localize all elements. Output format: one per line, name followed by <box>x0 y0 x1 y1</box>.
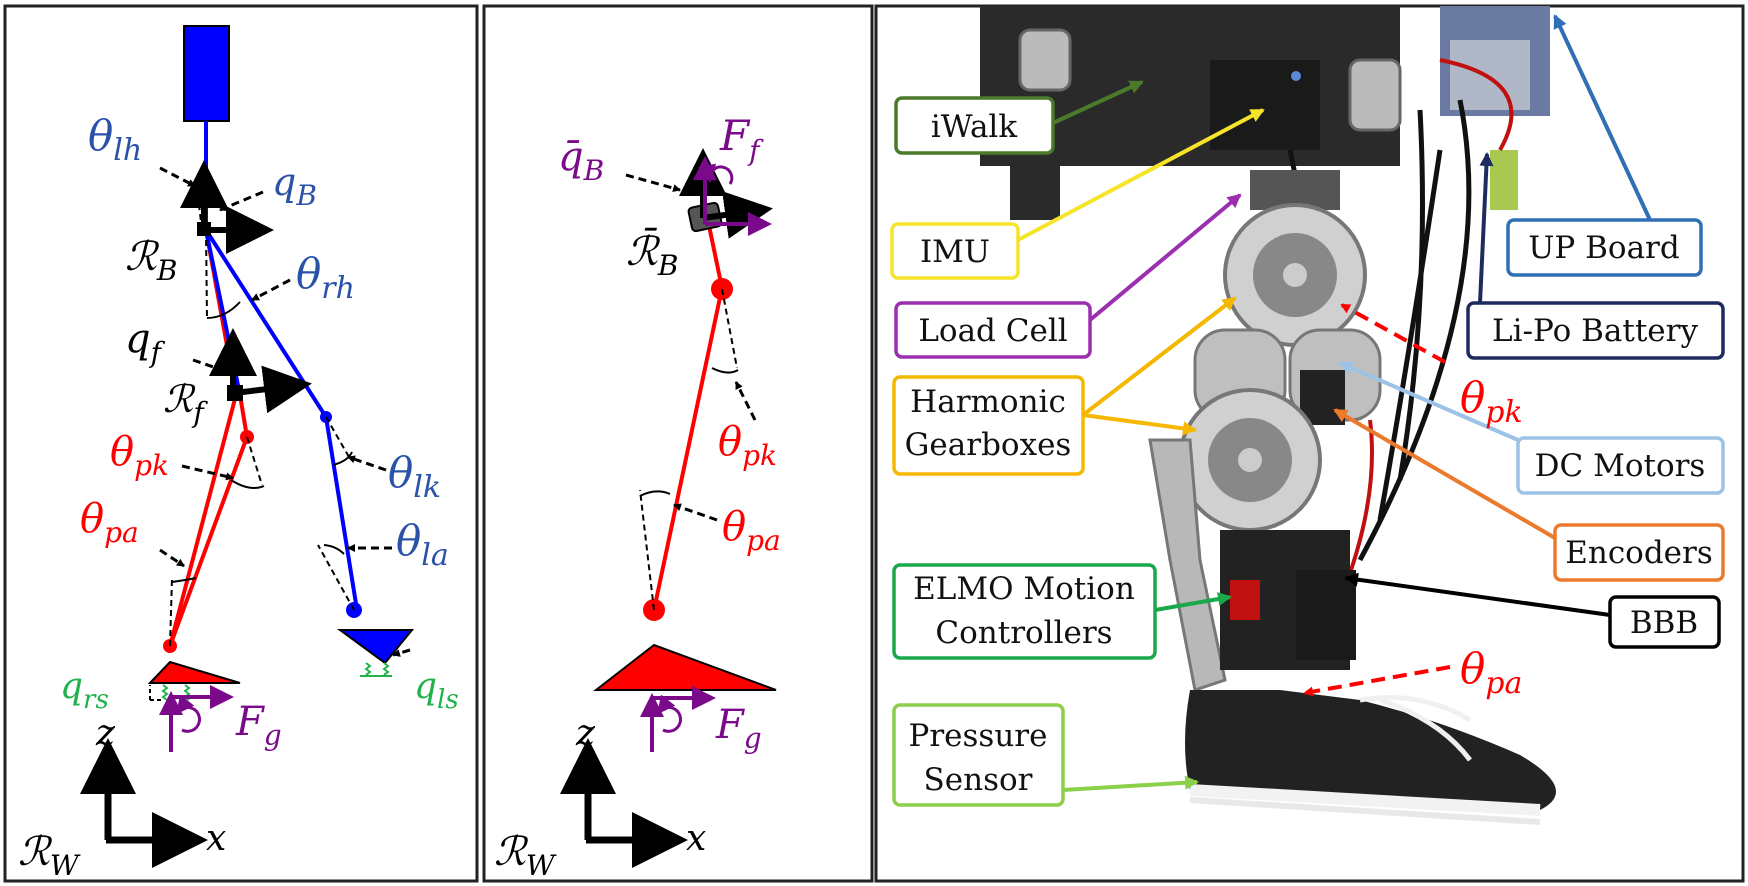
pointer-arrows-panel1 <box>159 166 411 657</box>
label-axis-x-panel1: x <box>206 818 226 859</box>
svg-text:Sensor: Sensor <box>924 762 1033 798</box>
callout-pressure-sensor: Pressure Sensor <box>892 703 1065 807</box>
foot-panel2 <box>593 643 777 691</box>
label-R-W-panel2: ℛW <box>494 829 557 882</box>
panel-1-frame <box>3 4 479 883</box>
svg-text:Load Cell: Load Cell <box>918 313 1067 349</box>
label-F-g-panel1: Fg <box>235 699 282 752</box>
svg-text:ELMO Motion: ELMO Motion <box>913 571 1135 607</box>
label-theta-la: θla <box>396 516 449 573</box>
svg-text:Pressure: Pressure <box>909 718 1048 754</box>
svg-text:UP Board: UP Board <box>1528 230 1679 266</box>
callout-elmo-controllers: ELMO Motion Controllers <box>892 563 1157 660</box>
svg-text:Li-Po Battery: Li-Po Battery <box>1492 313 1698 349</box>
callout-imu: IMU <box>890 222 1020 280</box>
foot-frame-x-axis <box>234 365 312 414</box>
torso-block <box>183 25 230 122</box>
world-frame-panel2 <box>560 738 688 868</box>
label-theta-lh: θlh <box>88 111 142 168</box>
label-R-W-panel1: ℛW <box>18 829 81 882</box>
panel-2-frame <box>482 4 874 883</box>
socket-frame-x-axis <box>702 191 773 239</box>
callout-harmonic-gearboxes: Harmonic Gearboxes <box>892 375 1085 476</box>
ground-reaction-force-panel2 <box>640 686 716 752</box>
label-theta-rh: θrh <box>296 249 355 306</box>
panel-1-model: θlh qB ℛB θrh qf ℛf θpk θlk θpa θla qrs … <box>3 4 479 883</box>
svg-text:DC Motors: DC Motors <box>1535 448 1706 484</box>
shoe <box>1185 690 1556 810</box>
callout-iwalk: iWalk <box>894 96 1055 155</box>
callout-dc-motors: DC Motors <box>1516 436 1725 495</box>
label-theta-pa-photo: θpa <box>1460 644 1522 701</box>
bbb-box <box>1296 570 1356 660</box>
theta-pa-arrow <box>1303 665 1451 697</box>
shank-link <box>652 287 724 611</box>
label-R-B-bar: ℛ̄B <box>626 228 679 282</box>
callout-load-cell: Load Cell <box>894 301 1092 359</box>
world-frame-panel1 <box>80 738 208 868</box>
label-q-B: qB <box>272 160 317 212</box>
label-q-B-bar: q̄B <box>558 134 604 187</box>
callout-encoders: Encoders <box>1553 523 1725 582</box>
callout-lipo-battery: Li-Po Battery <box>1466 301 1725 360</box>
callout-arrows <box>1017 14 1652 792</box>
label-axis-x-panel2: x <box>686 818 706 859</box>
prosthesis-photo <box>980 6 1556 825</box>
label-q-ls: qls <box>414 666 459 715</box>
callout-bbb: BBB <box>1608 595 1721 649</box>
panel-2-model: Ff q̄B ℛ̄B θpk θpa Fg z x ℛW <box>482 4 874 883</box>
label-theta-pk: θpk <box>110 429 169 482</box>
label-theta-pk-photo: θpk <box>1460 373 1523 430</box>
left-foot <box>336 629 415 665</box>
pointer-arrows-panel2 <box>625 173 757 522</box>
label-theta-pa-panel2: θpa <box>722 504 781 557</box>
prosthetic-foot <box>147 660 241 684</box>
callout-up-board: UP Board <box>1506 218 1703 277</box>
svg-text:IMU: IMU <box>920 234 990 270</box>
label-axis-z-panel1: z <box>95 713 116 754</box>
ground-reaction-force-panel1 <box>159 685 234 752</box>
angle-annotations-panel2 <box>639 288 739 611</box>
angle-annotations-panel1 <box>149 179 355 701</box>
label-theta-pk-panel2: θpk <box>718 419 777 472</box>
svg-text:Gearboxes: Gearboxes <box>905 427 1072 463</box>
label-theta-lk: θlk <box>388 448 441 505</box>
label-q-rs: qrs <box>60 666 109 715</box>
label-axis-z-panel2: z <box>575 713 596 754</box>
moment-f-arc <box>698 163 734 185</box>
battery-connector <box>1490 150 1518 210</box>
aluminum-frame <box>1148 438 1227 692</box>
label-theta-pa: θpa <box>80 496 139 549</box>
iwalk-box <box>1210 60 1320 150</box>
svg-text:Encoders: Encoders <box>1565 535 1713 571</box>
right-shank-lower <box>168 436 249 647</box>
svg-text:BBB: BBB <box>1630 605 1698 641</box>
panel-3-hardware: iWalk IMU Load Cell Harmonic Gearboxes E… <box>874 4 1745 883</box>
svg-text:Controllers: Controllers <box>935 615 1112 651</box>
svg-text:iWalk: iWalk <box>931 109 1017 145</box>
label-F-g-panel2: Fg <box>715 702 762 755</box>
theta-pk-arrow <box>1340 303 1446 364</box>
svg-text:Harmonic: Harmonic <box>910 384 1066 420</box>
right-shank-upper <box>238 394 249 438</box>
label-R-B: ℛB <box>125 234 178 287</box>
